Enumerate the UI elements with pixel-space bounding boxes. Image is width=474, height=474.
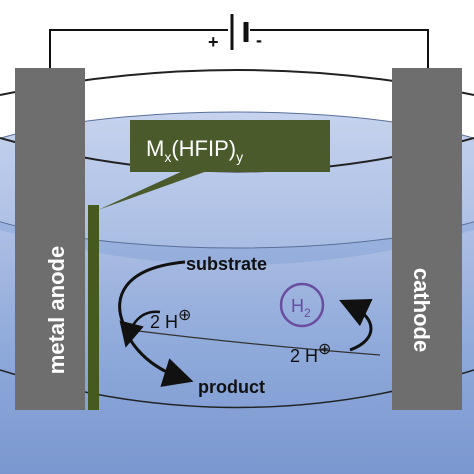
h2-sub: 2 [304, 306, 311, 320]
protons-right-charge: ⊕ [318, 341, 331, 358]
proton-arrow-left [119, 310, 161, 348]
formula-metal: M [146, 136, 164, 161]
formula-ligand: (HFIP) [171, 136, 236, 161]
substrate-label: substrate [186, 254, 267, 274]
protons-left-charge: ⊕ [178, 307, 191, 324]
cathode-electrode [392, 68, 462, 410]
protons-left: 2 H⊕ [150, 307, 191, 332]
wire [49, 29, 429, 68]
h2-label: H2 [291, 296, 311, 320]
protons-right-text: 2 H [290, 346, 318, 366]
anode-electrode [15, 68, 85, 410]
anode-label: metal anode [44, 246, 69, 374]
substrate-arrow [118, 260, 194, 387]
h2-base: H [291, 296, 304, 316]
protons-left-text: 2 H [150, 312, 178, 332]
proton-arrow-right [339, 298, 373, 352]
cathode-label: cathode [409, 268, 434, 352]
battery-minus: - [256, 30, 262, 50]
h2-bubble [279, 282, 325, 328]
anode-active-strip [88, 205, 99, 410]
product-label: product [198, 377, 265, 397]
battery-plus: + [208, 32, 219, 52]
vessel-inner-bottom [129, 329, 381, 356]
formula-sub-y: y [236, 149, 243, 165]
electrolyte-front [0, 230, 474, 474]
formula-sub-x: x [164, 149, 171, 165]
protons-right: 2 H⊕ [290, 341, 331, 366]
electrolyte-surface [0, 111, 474, 249]
callout-box [130, 120, 330, 172]
callout-pointer [98, 170, 210, 210]
callout-formula: Mx(HFIP)y [146, 136, 243, 165]
